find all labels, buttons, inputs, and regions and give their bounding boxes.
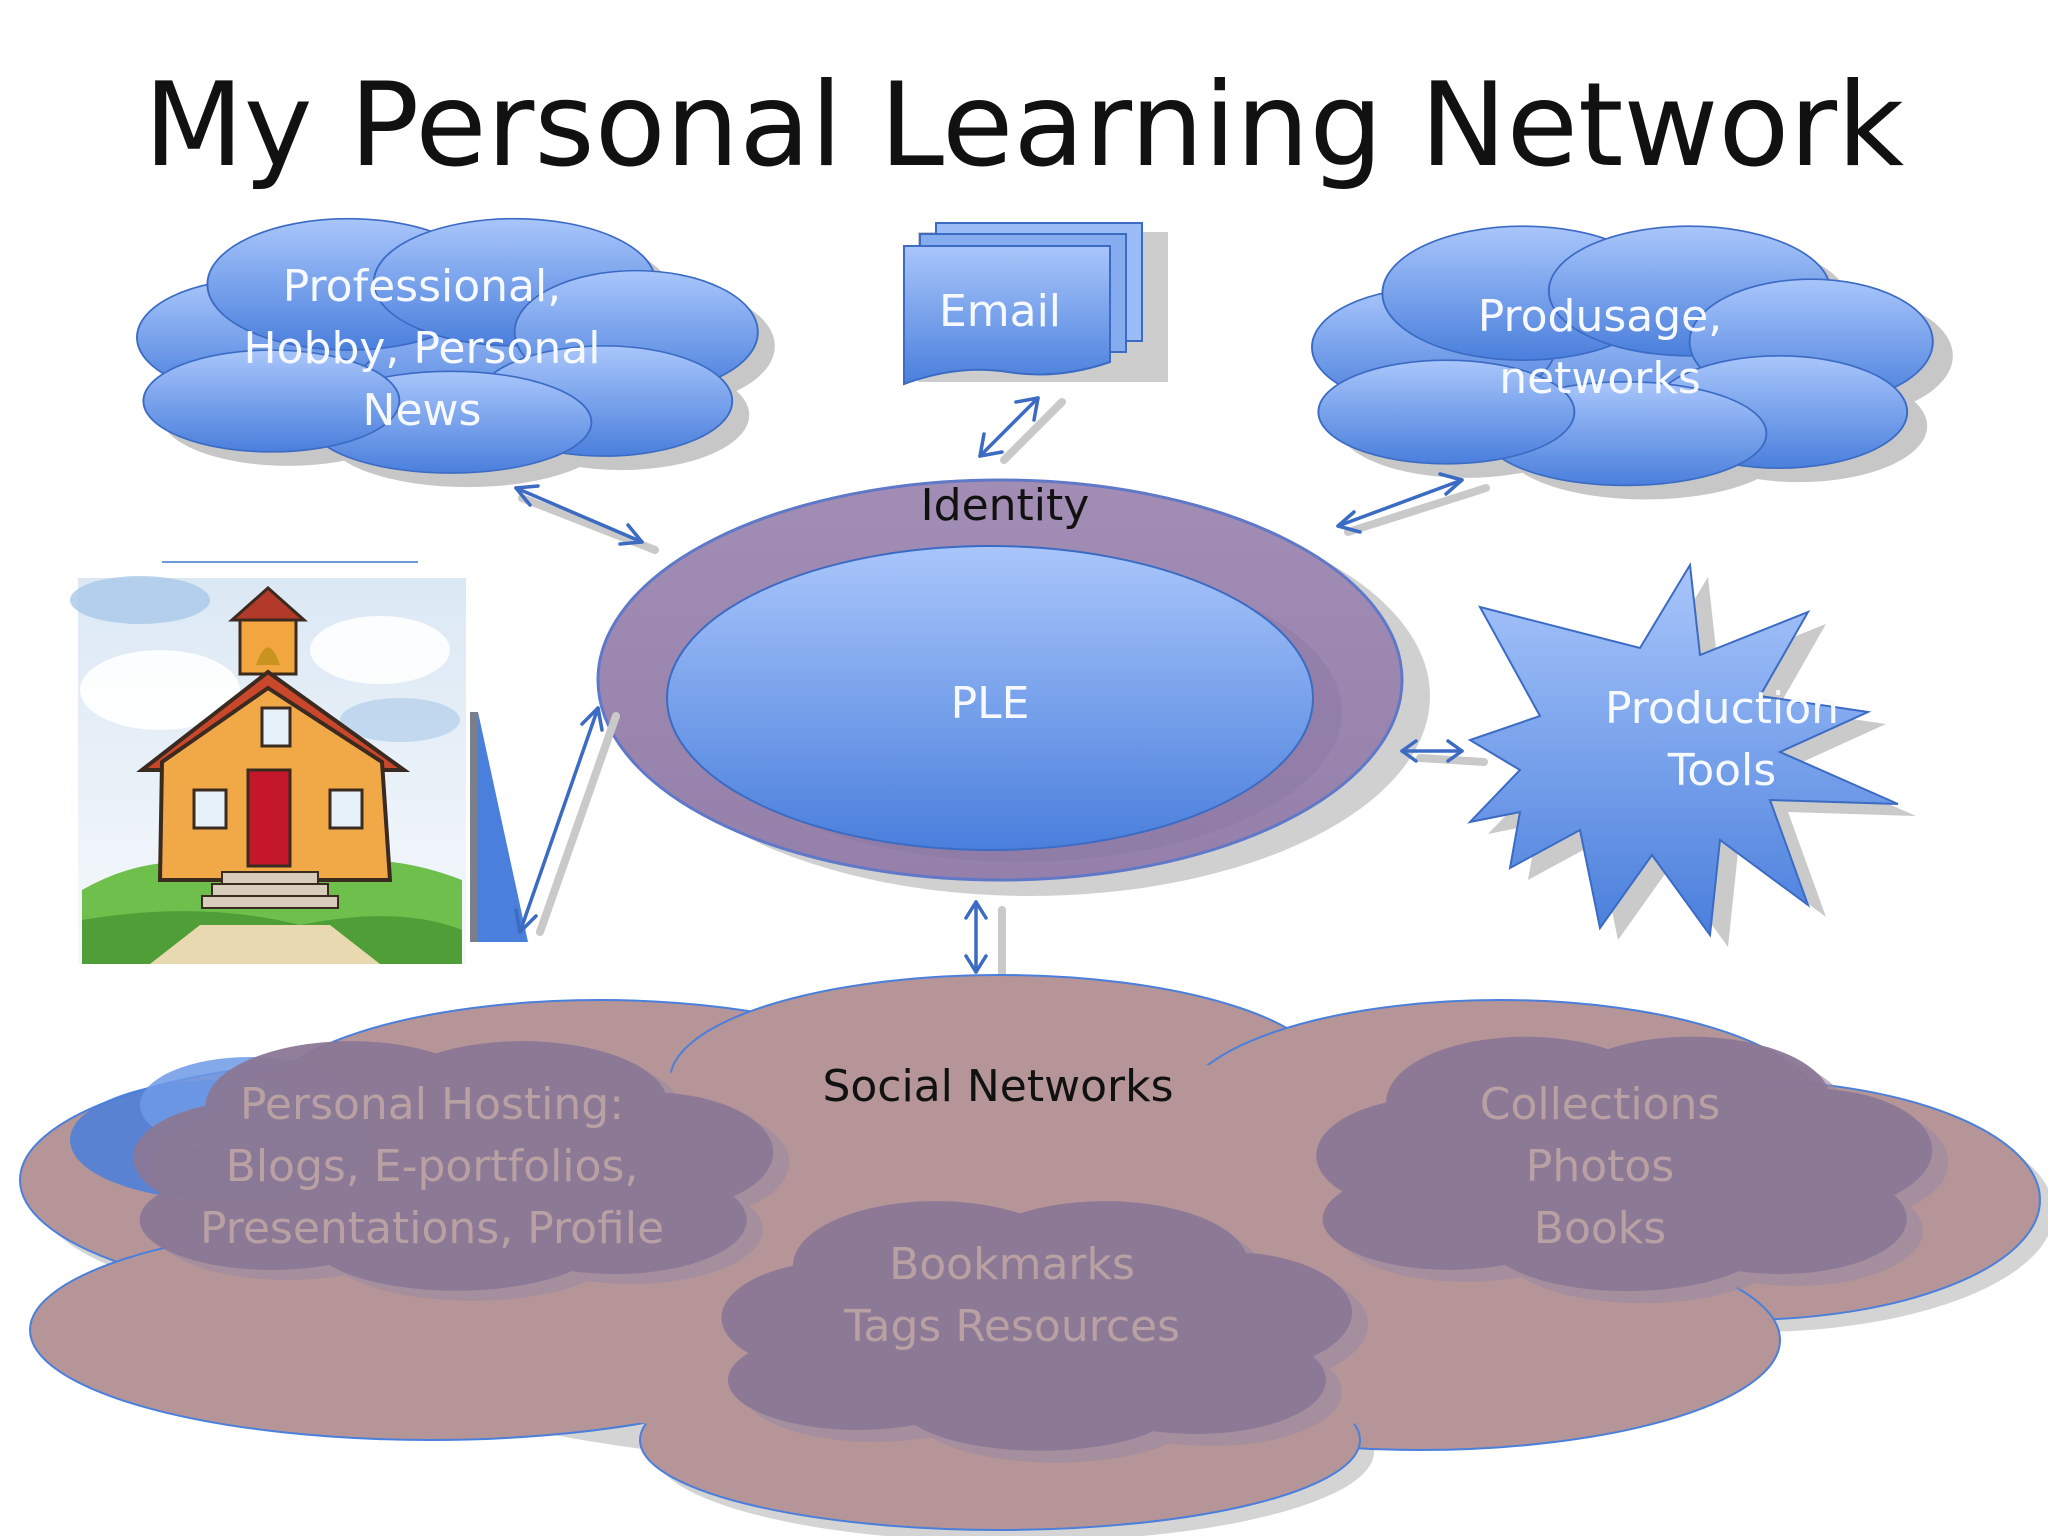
identity-label: Identity: [920, 480, 1090, 531]
email-stack: [903, 222, 1168, 386]
identity-ple-node: [596, 478, 1430, 896]
collections-label: Collections Photos Books: [1479, 1079, 1721, 1254]
page-title: My Personal Learning Network: [143, 58, 1905, 193]
arrow-school-ple: [514, 706, 620, 936]
arrow-news-identity: [514, 484, 659, 554]
arrow-produsage-identity: [1336, 472, 1490, 536]
schoolhouse-clipart-icon: [70, 561, 466, 964]
email-label: Email: [938, 286, 1062, 337]
social-networks-label: Social Networks: [822, 1061, 1174, 1112]
production-label: Production Tools: [1604, 683, 1840, 796]
arrow-ple-production: [1400, 739, 1488, 766]
hosting-label: Personal Hosting: Blogs, E-portfolios, P…: [199, 1079, 665, 1254]
connector-arrows: [514, 396, 1490, 982]
production-starburst: [1467, 561, 1916, 947]
school-link-wedge: [470, 712, 528, 942]
bookmarks-label: Bookmarks Tags Resources: [843, 1239, 1181, 1352]
arrow-ple-social: [964, 900, 1006, 982]
produsage-label: Produsage, networks: [1477, 291, 1723, 404]
ple-label: PLE: [950, 678, 1030, 729]
arrow-email-identity: [978, 396, 1066, 464]
news-label: Professional, Hobby, Personal News: [243, 261, 601, 436]
